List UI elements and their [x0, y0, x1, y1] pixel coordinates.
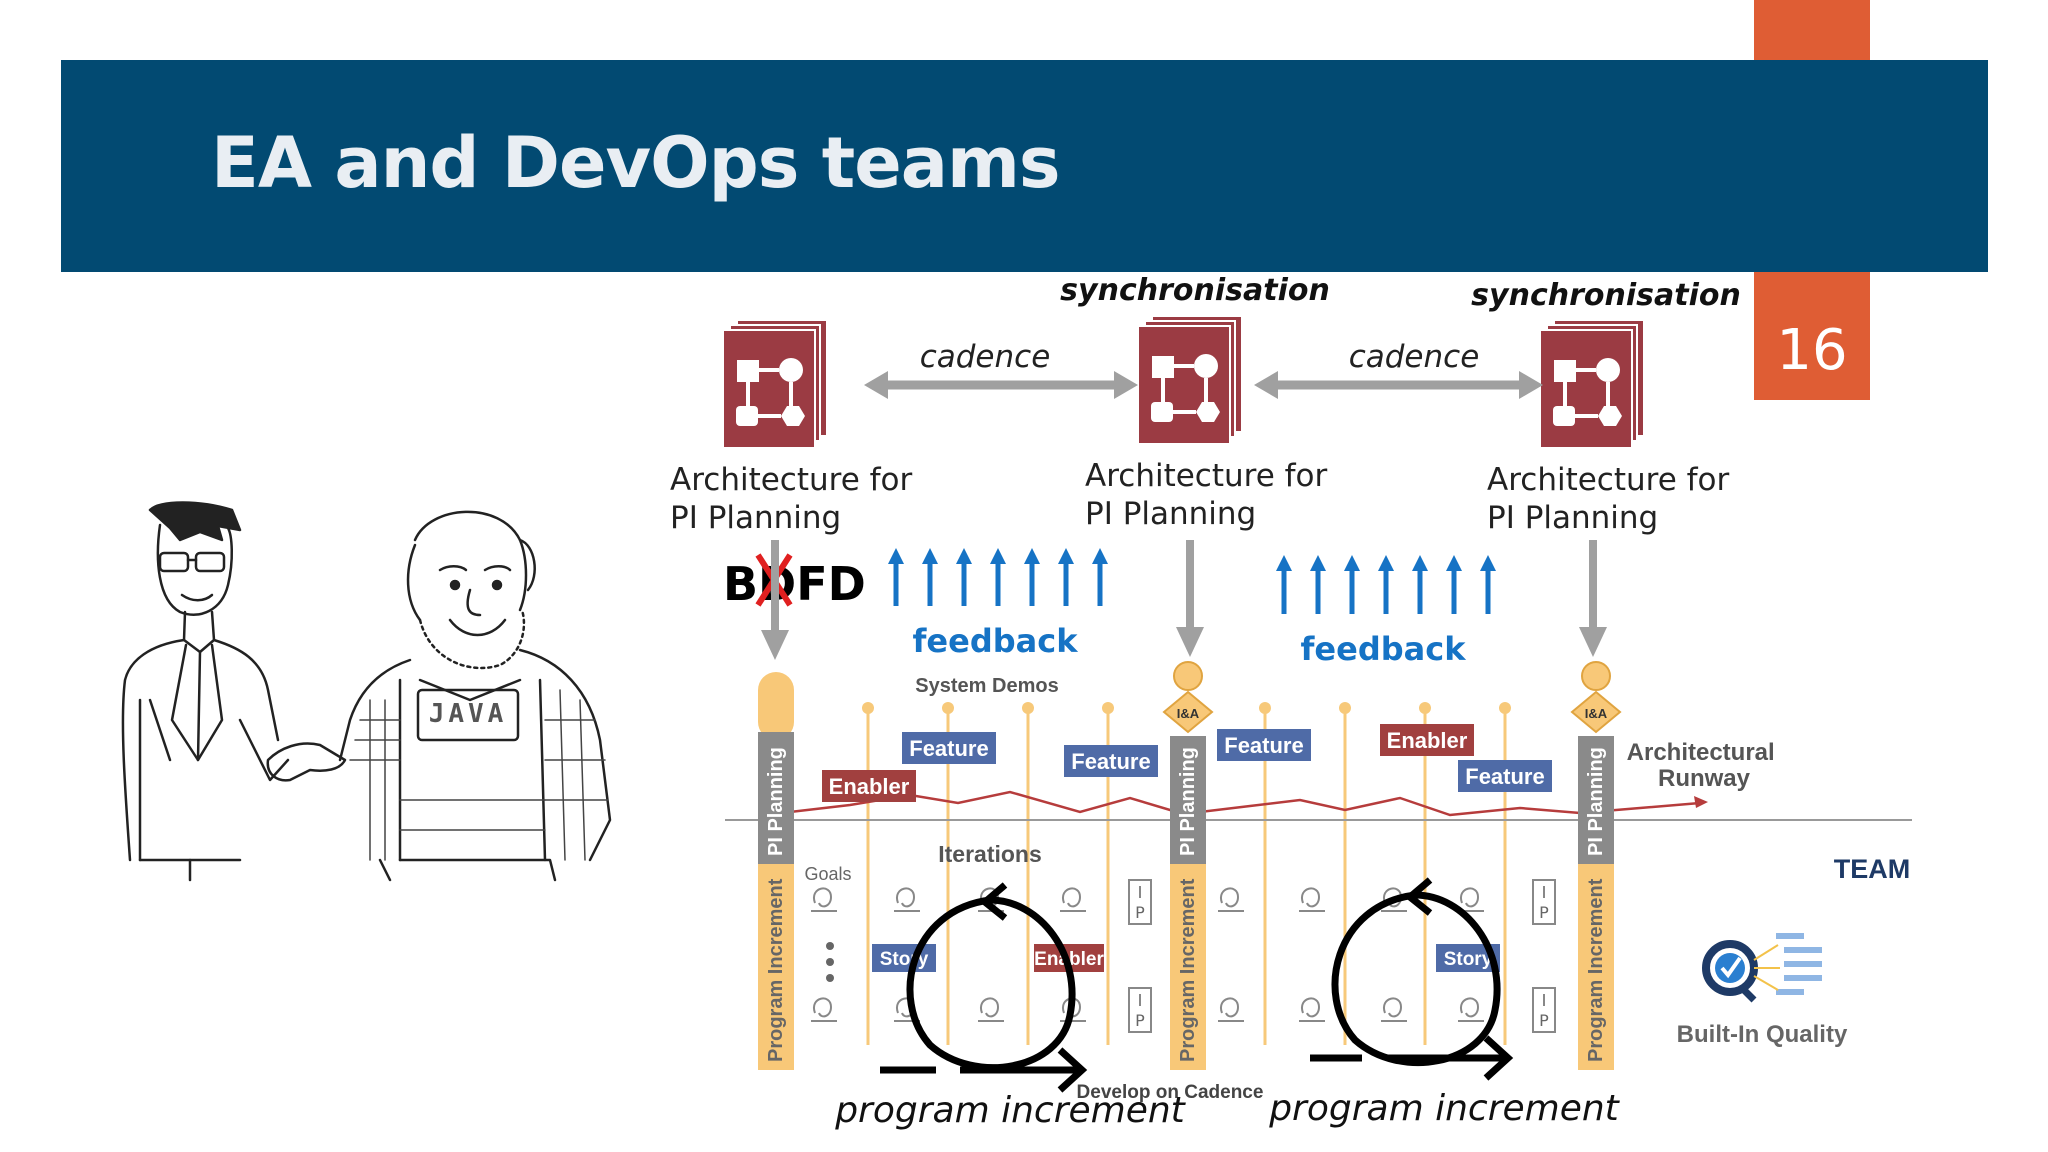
svg-text:Feature: Feature [1071, 749, 1150, 774]
iteration-dots [862, 702, 1511, 714]
svg-text:Feature: Feature [909, 736, 988, 761]
feedback-arrowhead [888, 548, 904, 564]
feedback-label-2: feedback [1301, 630, 1467, 668]
sync-arrow-down-1 [761, 540, 789, 660]
svg-text:Feature: Feature [1465, 764, 1544, 789]
feedback-arrowhead [990, 548, 1006, 564]
sync-label-2: synchronisation [1471, 278, 1741, 313]
feedback-label-1: feedback [913, 622, 1079, 660]
people-illustration [121, 501, 612, 882]
feedback-arrowhead [1480, 555, 1496, 571]
bdfd-label: BDFD [723, 557, 866, 611]
feature-box-1: Feature [902, 732, 996, 764]
feedback-arrows-2 [1276, 555, 1496, 614]
program-increment-caption-2: program increment [1268, 1088, 1620, 1129]
vertical-ellipsis-icon [826, 942, 834, 982]
feature-box-4: Feature [1458, 760, 1552, 792]
sync-arrow-down-3 [1579, 540, 1607, 657]
enabler-box-2: Enabler [1380, 724, 1474, 756]
svg-text:PI Planning: PI Planning [1585, 747, 1607, 856]
built-in-quality-icon [1702, 933, 1822, 1003]
architecture-label-3: Architecture for PI Planning [1487, 462, 1739, 536]
runway-line [789, 790, 1701, 817]
architecture-icon-3 [1538, 318, 1646, 450]
feedback-arrowhead [922, 548, 938, 564]
architectural-runway-label: Architectural Runway [1627, 739, 1782, 792]
feedback-arrowhead [1344, 555, 1360, 571]
system-demos-label: System Demos [915, 675, 1058, 697]
cadence-label-1: cadence [920, 339, 1051, 375]
program-increment-caption-1: program increment [834, 1090, 1186, 1131]
runway-arrowhead [1694, 796, 1708, 808]
svg-text:Program Increment: Program Increment [1177, 878, 1199, 1062]
feedback-arrowhead [1092, 548, 1108, 564]
feedback-arrowhead [1024, 548, 1040, 564]
svg-text:Enabler: Enabler [829, 774, 910, 799]
program-increment-loop-2 [1310, 877, 1514, 1081]
feedback-arrowhead [1378, 555, 1394, 571]
iteration-lines [866, 712, 1507, 1045]
title-bar: EA and DevOps teams [61, 60, 1988, 272]
feedback-arrowhead [1058, 548, 1074, 564]
pi-column-1: PI Planning Program Increment [758, 672, 794, 1070]
architecture-label-2: Architecture for PI Planning [1085, 458, 1337, 532]
svg-text:I&A: I&A [1177, 706, 1200, 721]
team-label: TEAM [1834, 854, 1911, 884]
architecture-icon-2 [1136, 314, 1244, 446]
feature-box-3: Feature [1217, 729, 1311, 761]
svg-text:Program Increment: Program Increment [1585, 878, 1607, 1062]
sync-arrow-down-2 [1176, 540, 1204, 657]
enabler-box-1: Enabler [822, 770, 916, 802]
cadence-arrow-2 [1254, 371, 1543, 399]
svg-text:Story: Story [1444, 949, 1493, 970]
cadence-arrow-1 [864, 371, 1138, 399]
pi-column-2: I&A PI Planning Program Increment [1162, 661, 1214, 1070]
svg-text:PI Planning: PI Planning [1177, 747, 1199, 856]
develop-on-cadence-label: Develop on Cadence [1077, 1082, 1264, 1103]
svg-text:Program Increment: Program Increment [765, 878, 787, 1062]
feedback-arrowhead [1412, 555, 1428, 571]
feedback-arrowhead [1276, 555, 1292, 571]
architecture-icon-1 [721, 318, 829, 450]
slide-number: 16 [1776, 318, 1848, 383]
feedback-arrowhead [1310, 555, 1326, 571]
svg-text:Feature: Feature [1224, 733, 1303, 758]
built-in-quality-label: Built-In Quality [1677, 1021, 1848, 1048]
goals-label: Goals [804, 864, 851, 884]
svg-text:I&A: I&A [1585, 706, 1608, 721]
story-box-1: Story [872, 944, 936, 972]
feature-box-2: Feature [1064, 745, 1158, 777]
architecture-label-1: Architecture for PI Planning [670, 462, 922, 536]
java-shirt-text: JAVA [429, 699, 508, 729]
feedback-arrows-1 [888, 548, 1108, 606]
svg-text:PI Planning: PI Planning [765, 747, 787, 856]
feedback-arrowhead [1446, 555, 1462, 571]
story-box-2: Story [1436, 944, 1500, 972]
feedback-arrowhead [956, 548, 972, 564]
cadence-label-2: cadence [1349, 339, 1480, 375]
sync-label-1: synchronisation [1060, 273, 1330, 308]
slide-title: EA and DevOps teams [211, 122, 1061, 204]
pi-column-3: I&A PI Planning Program Increment [1570, 661, 1622, 1070]
svg-text:Enabler: Enabler [1387, 728, 1468, 753]
iterations-label: Iterations [938, 841, 1042, 867]
program-increment-loop-1 [880, 882, 1088, 1093]
